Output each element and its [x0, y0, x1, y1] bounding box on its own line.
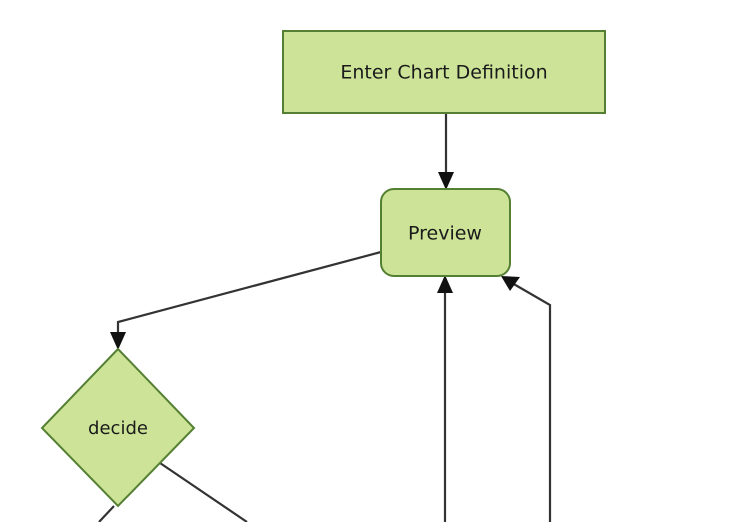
- arrow-head-icon: [110, 332, 126, 350]
- edge-line: [116, 250, 382, 339]
- arrow-head-icon: [437, 275, 453, 293]
- edge-enter-to-preview: [438, 113, 454, 190]
- node-preview[interactable]: Preview: [380, 188, 511, 277]
- edge-line: [98, 505, 115, 522]
- node-label-enter-chart-definition: Enter Chart Definition: [340, 62, 547, 84]
- arrow-head-icon: [501, 276, 520, 291]
- edge-line: [159, 462, 248, 522]
- node-shape-rounded-rectangle: [380, 188, 511, 277]
- node-layer: Enter Chart Definition Preview decide: [40, 30, 606, 508]
- edge-into-preview-bottom-center: [437, 275, 453, 522]
- node-label-preview: Preview: [408, 223, 482, 245]
- node-decide[interactable]: decide: [40, 347, 196, 508]
- edge-layer: [98, 113, 552, 522]
- node-shape-diamond: [40, 347, 196, 508]
- edge-decide-out-left: [98, 505, 115, 522]
- arrow-head-icon: [438, 172, 454, 190]
- edge-decide-out-right: [159, 462, 248, 522]
- edge-preview-to-decide: [110, 250, 382, 350]
- edge-line: [511, 282, 552, 522]
- node-label-decide: decide: [88, 418, 148, 439]
- node-shape-rectangle: [282, 30, 606, 114]
- node-enter-chart-definition[interactable]: Enter Chart Definition: [282, 30, 606, 114]
- edge-into-preview-bottom-right: [501, 276, 552, 522]
